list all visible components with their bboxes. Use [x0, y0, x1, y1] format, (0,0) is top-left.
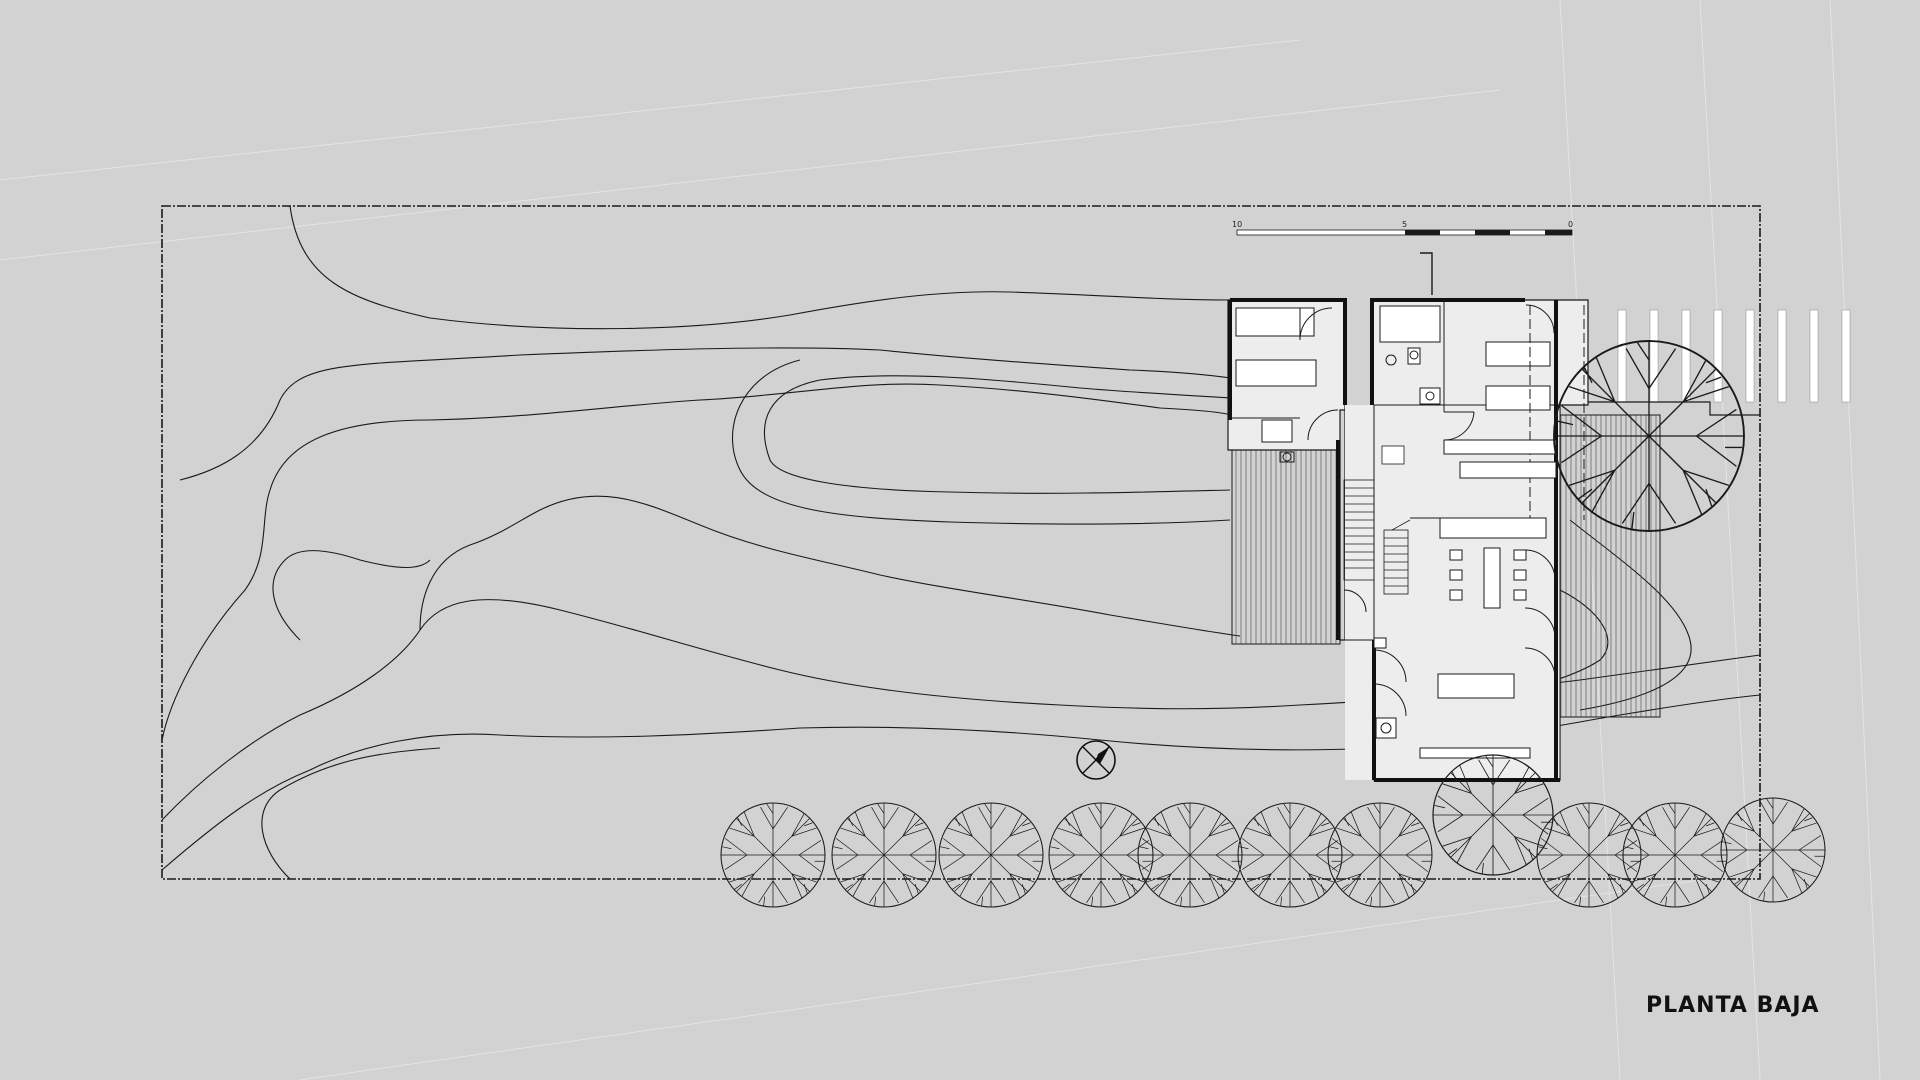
tree-icon	[1622, 802, 1728, 908]
deck-east	[1557, 414, 1661, 718]
background-survey-lines	[0, 0, 1881, 1080]
tree-icon	[1048, 802, 1154, 908]
bedroom-west	[1230, 307, 1339, 463]
tree-icon	[720, 802, 826, 908]
tree-icon	[1137, 802, 1243, 908]
exterior-walls	[1228, 298, 1560, 782]
house-plan	[1227, 298, 1589, 782]
tree-icon	[1432, 754, 1554, 876]
living-area	[1343, 517, 1556, 759]
parking-stripes	[1617, 309, 1851, 403]
north-arrow-icon	[1076, 740, 1116, 780]
deck-west	[1231, 447, 1341, 645]
drawing-title: PLANTA BAJA	[1646, 993, 1820, 1018]
tree-icon	[831, 802, 937, 908]
section-marker	[1420, 252, 1433, 295]
scale-bar: 10 5 0	[1232, 220, 1573, 236]
lot-boundary	[161, 205, 1761, 880]
tree-icon	[1237, 802, 1343, 908]
tree-icon	[1720, 797, 1826, 903]
scale-label-10: 10	[1232, 220, 1242, 229]
scale-label-5: 5	[1402, 220, 1407, 229]
scale-label-0: 0	[1568, 220, 1573, 229]
deck-east-steps	[1585, 401, 1760, 416]
tree-icon	[1327, 802, 1433, 908]
stairs	[1343, 445, 1411, 595]
tree-icon	[938, 802, 1044, 908]
bedroom-north	[1378, 300, 1585, 520]
